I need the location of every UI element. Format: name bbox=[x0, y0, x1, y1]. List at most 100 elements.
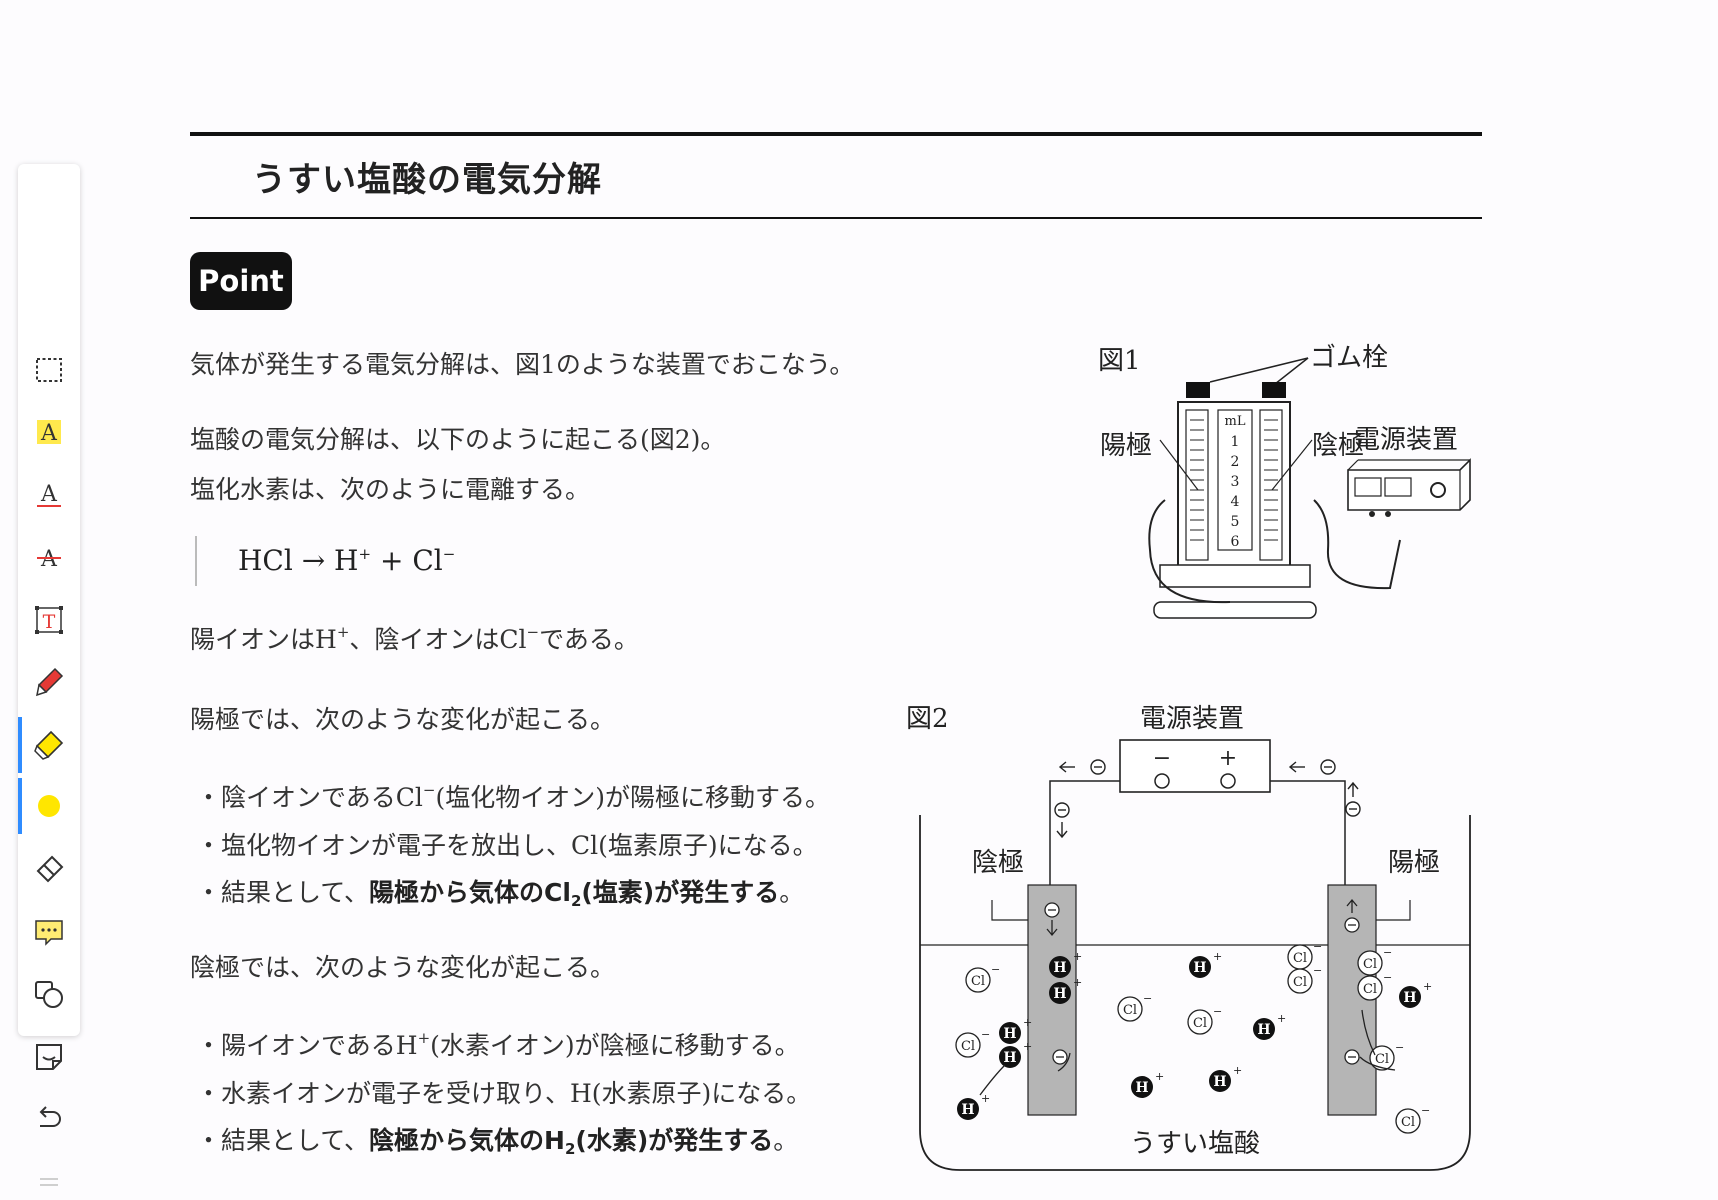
hydrogen-ion: H+ bbox=[1209, 1064, 1242, 1092]
svg-text:−: − bbox=[981, 1028, 990, 1041]
cathode-label: 陰極 bbox=[1312, 431, 1364, 461]
svg-text:T: T bbox=[43, 611, 56, 633]
svg-text:H: H bbox=[961, 1102, 974, 1118]
chloride-ion: Cl− bbox=[1395, 1104, 1430, 1134]
svg-text:+: + bbox=[1023, 1016, 1032, 1029]
svg-text:Cl: Cl bbox=[971, 974, 985, 989]
power-supply-box bbox=[1119, 739, 1271, 793]
svg-text:H: H bbox=[1053, 986, 1066, 1002]
svg-text:5: 5 bbox=[1231, 514, 1240, 530]
svg-text:Cl: Cl bbox=[1293, 951, 1307, 966]
svg-text:H: H bbox=[1053, 960, 1066, 976]
svg-text:−: − bbox=[1421, 1104, 1430, 1117]
color-swatch-icon bbox=[38, 795, 60, 817]
figure-2-label: 図2 bbox=[906, 704, 949, 734]
chloride-ion: Cl− bbox=[1369, 1041, 1404, 1071]
svg-text:Cl: Cl bbox=[1401, 1115, 1415, 1130]
chloride-ion: Cl− bbox=[1287, 940, 1322, 970]
eraser-tool[interactable] bbox=[18, 841, 80, 897]
svg-text:H: H bbox=[1003, 1026, 1016, 1042]
svg-text:Cl: Cl bbox=[1193, 1016, 1207, 1031]
equation-quote-bar bbox=[195, 536, 197, 586]
migration-arrow bbox=[1057, 1052, 1071, 1072]
svg-text:+: + bbox=[1423, 980, 1432, 993]
svg-text:H: H bbox=[1403, 990, 1416, 1006]
svg-text:+: + bbox=[1233, 1064, 1242, 1077]
scale-plate bbox=[1217, 409, 1253, 551]
comment-tool[interactable] bbox=[18, 904, 80, 960]
text-strikethrough-tool[interactable]: A bbox=[18, 529, 80, 585]
pen-tool[interactable] bbox=[18, 654, 80, 710]
svg-text:−: − bbox=[1383, 946, 1392, 959]
anode-intro: 陽極では、次のような変化が起こる。 bbox=[190, 705, 616, 734]
marquee-select-icon bbox=[36, 358, 62, 382]
shapes-icon bbox=[35, 981, 63, 1008]
undo-icon bbox=[39, 1106, 61, 1127]
migration-arrow bbox=[979, 1064, 1006, 1096]
apparatus-base bbox=[1159, 564, 1311, 588]
chloride-ion: Cl− bbox=[965, 963, 1000, 993]
figure-2-diagram: 図2 電源装置 − + 陰極 陽極 うすい塩酸 H+H+H+H+H+H+H+H+… bbox=[906, 704, 1471, 1171]
point-badge: Point bbox=[190, 252, 292, 310]
svg-text:1: 1 bbox=[1231, 434, 1240, 450]
select-tool[interactable] bbox=[18, 342, 80, 398]
text-box-tool[interactable]: T bbox=[18, 592, 80, 648]
highlighter-tool[interactable] bbox=[18, 717, 80, 773]
text-underline-tool[interactable]: A bbox=[18, 467, 80, 523]
svg-text:−: − bbox=[1395, 1041, 1404, 1054]
shape-tool[interactable] bbox=[18, 966, 80, 1022]
svg-text:+: + bbox=[981, 1092, 990, 1105]
text-highlight-icon: A bbox=[37, 420, 61, 446]
svg-text:−: − bbox=[1143, 992, 1152, 1005]
svg-text:−: − bbox=[1383, 971, 1392, 984]
svg-text:−: − bbox=[1153, 746, 1171, 771]
svg-text:+: + bbox=[1219, 746, 1237, 771]
undo-tool[interactable] bbox=[18, 1092, 80, 1148]
rubber-stopper-left bbox=[1186, 382, 1210, 398]
svg-text:6: 6 bbox=[1231, 534, 1240, 550]
figure-1-label: 図1 bbox=[1098, 346, 1141, 376]
svg-text:+: + bbox=[1073, 976, 1082, 989]
header-rule-bottom bbox=[190, 217, 1482, 219]
text-highlight-tool[interactable]: A bbox=[18, 404, 80, 460]
hydrogen-ion: H+ bbox=[999, 1016, 1032, 1044]
ion-group: H+H+H+H+H+H+H+H+H+H+Cl−Cl−Cl−Cl−Cl−Cl−Cl… bbox=[955, 940, 1432, 1134]
cathode-intro: 陰極では、次のような変化が起こる。 bbox=[190, 953, 616, 982]
paragraph-intro: 気体が発生する電気分解は、図1のような装置でおこなう。 bbox=[190, 350, 855, 379]
hydrogen-ion: H+ bbox=[1399, 980, 1432, 1008]
rubber-stopper-right bbox=[1262, 382, 1286, 398]
text-strikethrough-icon: A bbox=[37, 547, 61, 572]
svg-text:+: + bbox=[1213, 950, 1222, 963]
text-underline-icon: A bbox=[37, 482, 61, 507]
svg-text:H: H bbox=[1193, 960, 1206, 976]
annotation-toolbar: A A A T bbox=[18, 164, 80, 1186]
svg-text:H: H bbox=[1003, 1050, 1016, 1066]
hydrogen-ion: H+ bbox=[1049, 950, 1082, 978]
svg-text:Cl: Cl bbox=[1123, 1003, 1137, 1018]
hydrogen-ion: H+ bbox=[999, 1040, 1032, 1068]
hydrogen-ion: H+ bbox=[1049, 976, 1082, 1004]
chloride-ion: Cl− bbox=[1117, 992, 1152, 1022]
toolbar-grip[interactable] bbox=[40, 1178, 58, 1180]
sticker-tool[interactable] bbox=[18, 1029, 80, 1085]
svg-text:H: H bbox=[1135, 1080, 1148, 1096]
migration-arrow bbox=[1361, 1009, 1376, 1056]
svg-text:3: 3 bbox=[1231, 474, 1240, 490]
paragraph-electrolysis: 塩酸の電気分解は、以下のように起こる(図2)。 bbox=[190, 425, 726, 454]
page-title: うすい塩酸の電気分解 bbox=[252, 160, 602, 200]
comment-icon bbox=[35, 920, 63, 946]
hydrogen-ion: H+ bbox=[957, 1092, 990, 1120]
hydrogen-ion: H+ bbox=[1131, 1070, 1164, 1098]
migration-arrow bbox=[1359, 1056, 1396, 1071]
pen-icon bbox=[36, 667, 64, 697]
chloride-ion: Cl− bbox=[1287, 964, 1322, 994]
anode-label-fig2: 陽極 bbox=[1388, 848, 1440, 878]
hydrogen-ion: H+ bbox=[1253, 1012, 1286, 1040]
color-picker[interactable] bbox=[18, 778, 80, 834]
svg-text:A: A bbox=[40, 482, 58, 507]
cathode-bullet-2: ・水素イオンが電子を受け取り、H(水素原子)になる。 bbox=[196, 1079, 812, 1108]
svg-text:4: 4 bbox=[1231, 494, 1240, 510]
cathode-bullet-1: ・陽イオンであるH+(水素イオン)が陰極に移動する。 bbox=[196, 1029, 800, 1061]
svg-text:−: − bbox=[1313, 940, 1322, 953]
svg-text:Cl: Cl bbox=[1293, 975, 1307, 990]
